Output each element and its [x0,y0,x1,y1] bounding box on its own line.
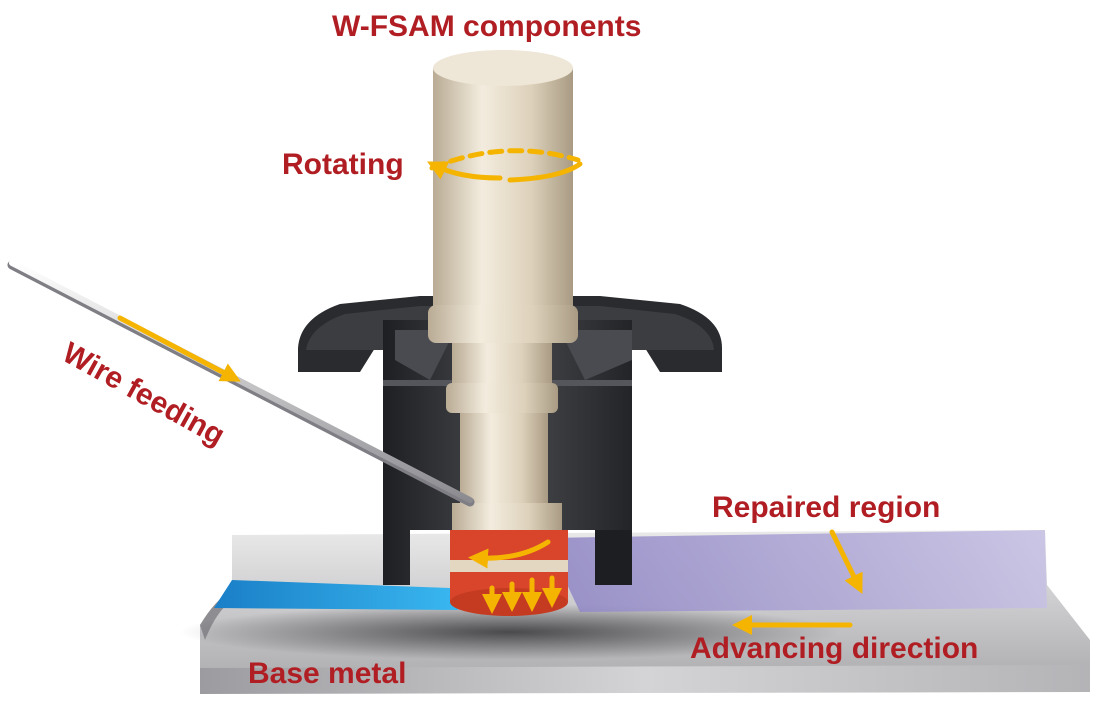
base-metal-label: Base metal [248,657,407,690]
rotating-label: Rotating [282,148,404,181]
rotating-tool [428,50,578,533]
rotation-arrow-front-right [507,161,583,183]
wire-feeding-arrow [117,315,241,382]
repaired-region-arrow [829,529,863,594]
feed-wire [7,260,475,507]
repaired-region-label: Repaired region [712,491,941,524]
diagram-title: W-FSAM components [332,10,642,43]
advancing-direction-label: Advancing direction [690,632,979,665]
groove-channel [214,580,458,610]
rotation-arrow-front-left [427,161,503,181]
arrows [117,148,863,635]
deposit-flow-arrow [468,539,551,569]
repaired-region-band [545,530,1047,612]
